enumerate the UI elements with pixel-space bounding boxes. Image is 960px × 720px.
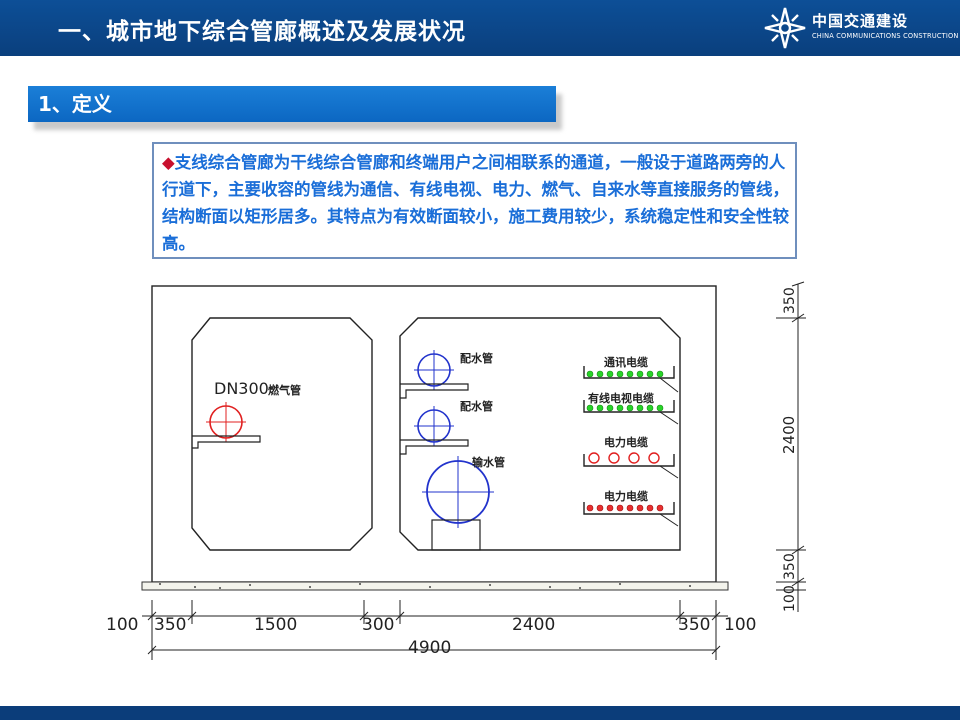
cable-label-1: 通讯电缆 [604,355,648,369]
ccc-logo-icon [764,7,806,49]
cable-tray-3: 电力电缆 [583,435,679,479]
water-pipe-2-support [400,439,469,455]
right-dim-2: 2400 [780,416,798,454]
transfer-pipe-pedestal [431,519,481,551]
cable-label-2: 有线电视电缆 [588,391,654,405]
bottom-dim-6: 350 [678,615,710,635]
definition-box: ◆支线综合管廊为干线综合管廊和终端用户之间相联系的通道，一般设于道路两旁的人行道… [152,142,797,259]
logo-text-en: CHINA COMMUNICATIONS CONSTRUCTION [812,32,959,40]
definition-text: 支线综合管廊为干线综合管廊和终端用户之间相联系的通道，一般设于道路两旁的人行道下… [162,153,789,253]
page-title: 一、城市地下综合管廊概述及发展状况 [58,19,466,45]
water-pipe-2-label: 配水管 [460,399,493,413]
gas-pipe-support [192,435,261,449]
gas-pipe-size-label: DN300 [214,379,269,398]
bottom-dim-1: 100 [106,615,138,635]
cable-tray-4: 电力电缆 [583,489,679,527]
header-bar [0,0,960,56]
tunnel-cross-section-diagram: DN300 燃气管 配水管 配水管 输水管 通讯电缆 有线电视电缆 [106,281,806,660]
right-dim-1: 350 [782,287,798,314]
company-logo: 中国交通建设 CHINA COMMUNICATIONS CONSTRUCTION [760,4,959,52]
bottom-dim-3: 1500 [254,615,297,635]
cable-tray-2: 有线电视电缆 [583,391,679,425]
footer-bar [0,706,960,720]
utility-compartment [399,317,681,551]
right-dimensions [776,281,806,612]
section-heading: 1、定义 [28,86,556,122]
bottom-dim-4: 300 [362,615,394,635]
water-pipe-1-label: 配水管 [460,351,493,365]
total-width-dim: 4900 [408,638,451,658]
cable-tray-1: 通讯电缆 [583,355,679,393]
bottom-dim-5: 2400 [512,615,555,635]
cable-label-4: 电力电缆 [604,489,648,503]
bottom-dimensions [142,600,728,660]
transfer-pipe-label: 输水管 [472,455,505,469]
water-pipe-1-support [400,383,469,399]
base-slab [141,581,729,591]
cable-label-3: 电力电缆 [604,435,648,449]
gas-pipe-label: 燃气管 [267,383,301,397]
bottom-dim-7: 100 [724,615,756,635]
diamond-bullet-icon: ◆ [162,153,175,172]
gas-compartment [191,317,373,551]
right-dim-4: 100 [782,585,798,612]
bottom-dim-2: 350 [154,615,186,635]
logo-text-cn: 中国交通建设 [812,12,909,30]
right-dim-3: 350 [782,553,798,580]
